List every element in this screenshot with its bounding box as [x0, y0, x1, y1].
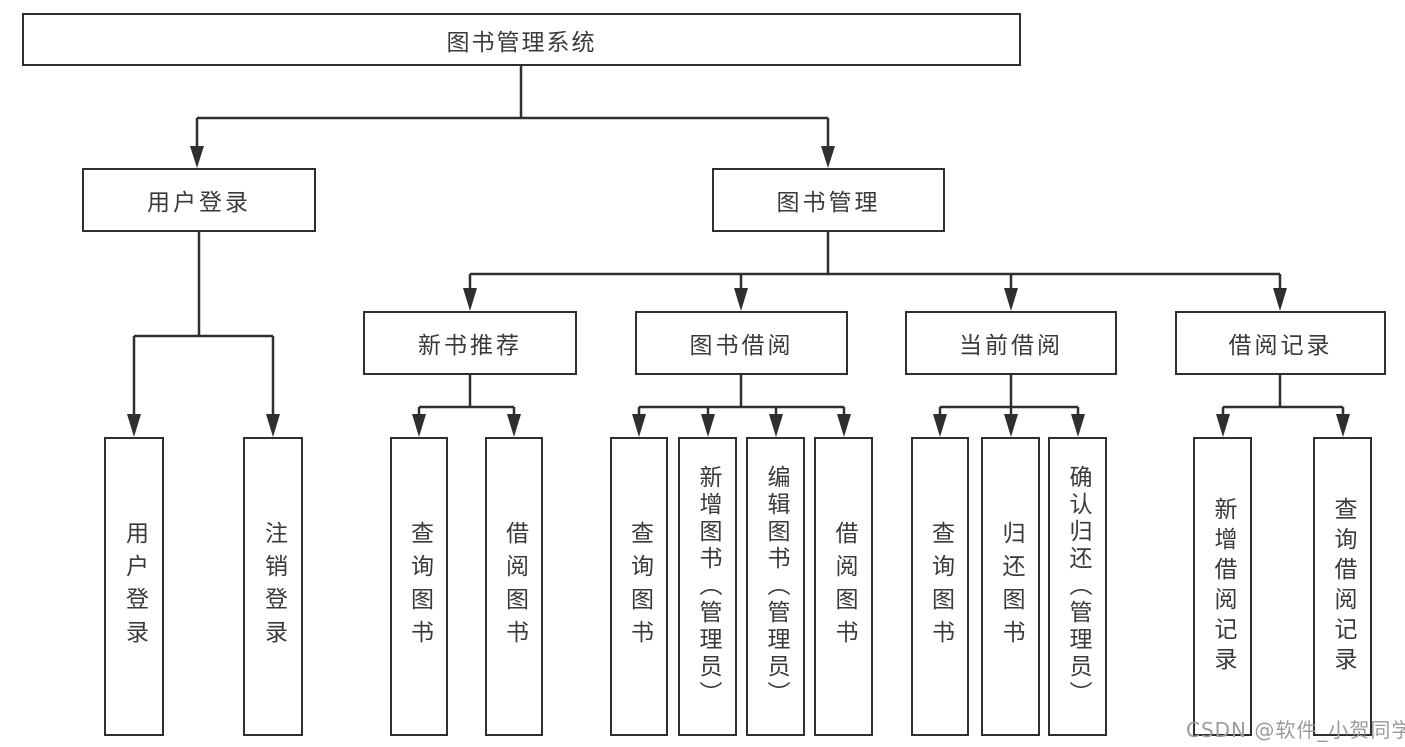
leaf-return-books: 归还图书	[981, 437, 1040, 736]
leaf-logout-label: 注销登录	[260, 520, 287, 653]
node-root-label: 图书管理系统	[446, 29, 597, 56]
connector-borrow-records-to-leaves	[1216, 375, 1350, 437]
connector-user-login-to-leaves	[127, 232, 280, 437]
node-book-borrowing-label: 图书借阅	[689, 333, 794, 359]
leaf-confirm-return-admin: 确认归还（管理员）	[1048, 437, 1107, 736]
node-new-book-recommend-label: 新书推荐	[418, 333, 522, 359]
leaf-borrow-books-recommend: 借阅图书	[485, 437, 543, 736]
leaf-borrow-books-borrowing-label: 借阅图书	[831, 520, 857, 653]
leaf-user-login-label: 用户登录	[121, 520, 148, 653]
leaf-user-login: 用户登录	[104, 437, 164, 736]
leaf-add-book-admin: 新增图书（管理员）	[678, 437, 737, 736]
connector-root-to-level2	[190, 66, 835, 168]
watermark: CSDN @软件_小贺同学	[1186, 718, 1405, 742]
leaf-query-books-recommend: 查询图书	[390, 437, 448, 736]
leaf-edit-book-admin-label: 编辑图书（管理员）	[763, 465, 789, 708]
leaf-confirm-return-admin-label: 确认归还（管理员）	[1065, 465, 1091, 708]
leaf-return-books-label: 归还图书	[998, 520, 1024, 653]
node-borrow-records-label: 借阅记录	[1228, 333, 1333, 359]
connector-new-book-recommend-to-leaves	[412, 375, 521, 437]
node-current-borrowing: 当前借阅	[905, 311, 1117, 375]
leaf-query-books-recommend-label: 查询图书	[406, 520, 433, 653]
node-book-borrowing: 图书借阅	[635, 311, 848, 375]
leaf-query-books-borrowing: 查询图书	[610, 437, 668, 736]
leaf-query-books-current-label: 查询图书	[927, 520, 954, 653]
leaf-query-books-current: 查询图书	[911, 437, 969, 736]
node-book-management: 图书管理	[712, 168, 945, 232]
leaf-add-borrow-record: 新增借阅记录	[1193, 437, 1252, 736]
leaf-query-borrow-record: 查询借阅记录	[1313, 437, 1372, 736]
leaf-query-borrow-record-label: 查询借阅记录	[1330, 496, 1356, 677]
node-current-borrowing-label: 当前借阅	[959, 333, 1063, 359]
connector-book-borrowing-to-leaves	[632, 375, 851, 437]
node-user-login: 用户登录	[82, 168, 316, 232]
node-root: 图书管理系统	[22, 13, 1021, 66]
leaf-add-borrow-record-label: 新增借阅记录	[1210, 496, 1236, 677]
node-borrow-records: 借阅记录	[1175, 311, 1386, 375]
connector-book-management-to-level3	[463, 232, 1287, 311]
leaf-borrow-books-borrowing: 借阅图书	[814, 437, 873, 736]
leaf-query-books-borrowing-label: 查询图书	[626, 520, 653, 653]
node-new-book-recommend: 新书推荐	[363, 311, 577, 375]
leaf-edit-book-admin: 编辑图书（管理员）	[746, 437, 805, 736]
leaf-borrow-books-recommend-label: 借阅图书	[501, 520, 528, 653]
leaf-add-book-admin-label: 新增图书（管理员）	[695, 465, 721, 708]
node-book-management-label: 图书管理	[776, 190, 881, 216]
connector-current-borrowing-to-leaves	[933, 375, 1085, 437]
node-user-login-label: 用户登录	[147, 190, 251, 216]
leaf-logout: 注销登录	[243, 437, 303, 736]
